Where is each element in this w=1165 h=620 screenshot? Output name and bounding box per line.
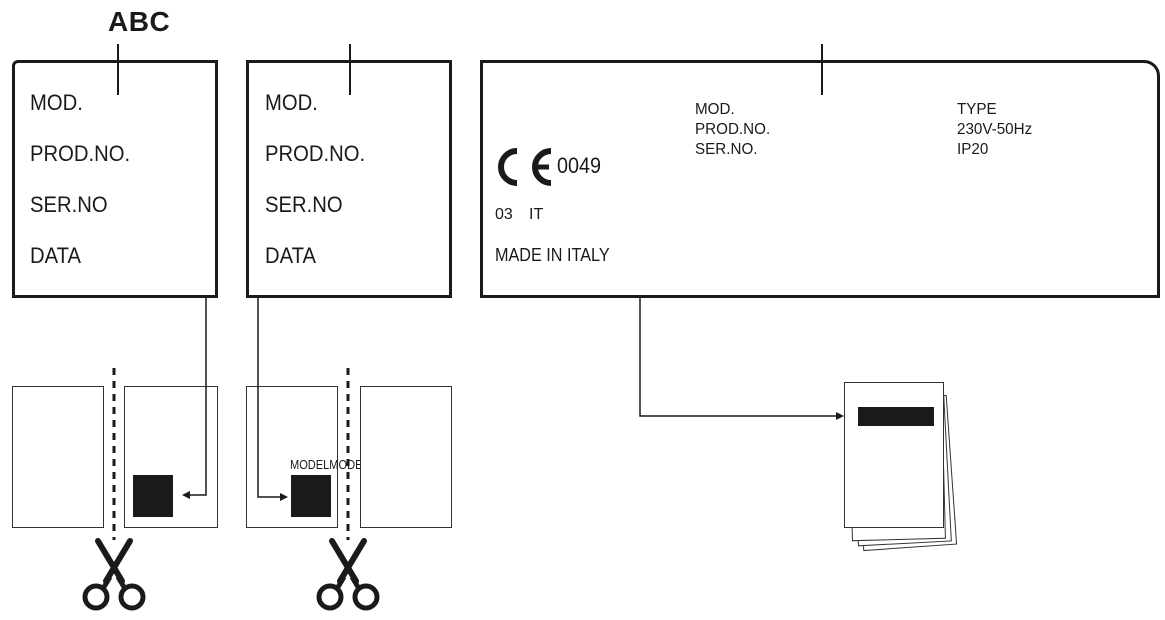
label-plate-2: MOD. PROD.NO. SER.NO DATA bbox=[246, 60, 452, 298]
made-in-text: MADE IN ITALY bbox=[495, 245, 610, 265]
scissors-icon bbox=[82, 538, 146, 611]
document-page-left-1 bbox=[12, 386, 104, 528]
notified-body-number: 0049 bbox=[557, 153, 602, 178]
scissors-icon bbox=[316, 538, 380, 611]
ce-mark-icon bbox=[498, 148, 552, 186]
ce-year: 03 bbox=[495, 206, 513, 223]
diagram-title: ABC bbox=[108, 6, 171, 37]
booklet-title-bar bbox=[858, 407, 934, 426]
document-page-right-1 bbox=[124, 386, 218, 528]
label-1-line-prodno: PROD.NO. bbox=[30, 141, 131, 166]
label-plate-3: MOD. PROD.NO. SER.NO. TYPE 230V-50Hz IP2… bbox=[480, 60, 1160, 298]
label-plate-1: MOD. PROD.NO. SER.NO DATA bbox=[12, 60, 218, 298]
label-1-line-mod: MOD. bbox=[30, 90, 83, 115]
booklet-cover bbox=[844, 382, 944, 528]
connector-1 bbox=[188, 298, 207, 496]
document-page-right-2 bbox=[360, 386, 452, 528]
label-3-line-ip: IP20 bbox=[957, 141, 989, 158]
label-2-line-data: DATA bbox=[265, 243, 316, 268]
sticker-slot-1 bbox=[133, 475, 173, 517]
ce-country: IT bbox=[529, 206, 544, 223]
label-3-line-type: TYPE bbox=[957, 101, 997, 118]
label-3-line-prodno: PROD.NO. bbox=[695, 121, 771, 138]
label-3-line-serno: SER.NO. bbox=[695, 141, 758, 158]
label-2-line-serno: SER.NO bbox=[265, 192, 343, 217]
connector-3-arrow bbox=[836, 412, 844, 420]
connector-1-arrow bbox=[182, 491, 190, 499]
connector-3 bbox=[639, 298, 838, 417]
label-2-line-mod: MOD. bbox=[265, 90, 318, 115]
connector-2 bbox=[257, 298, 282, 498]
label-1-line-data: DATA bbox=[30, 243, 81, 268]
label-2-line-prodno: PROD.NO. bbox=[265, 141, 366, 166]
manual-booklet-icon bbox=[844, 382, 958, 552]
document-page-left-2: MODELMODEL bbox=[246, 386, 369, 528]
sticker-slot-2 bbox=[291, 475, 331, 517]
label-3-line-mod: MOD. bbox=[695, 101, 735, 118]
connector-2-arrow bbox=[280, 493, 288, 501]
label-3-line-voltage: 230V-50Hz bbox=[957, 121, 1033, 138]
label-1-line-serno: SER.NO bbox=[30, 192, 108, 217]
